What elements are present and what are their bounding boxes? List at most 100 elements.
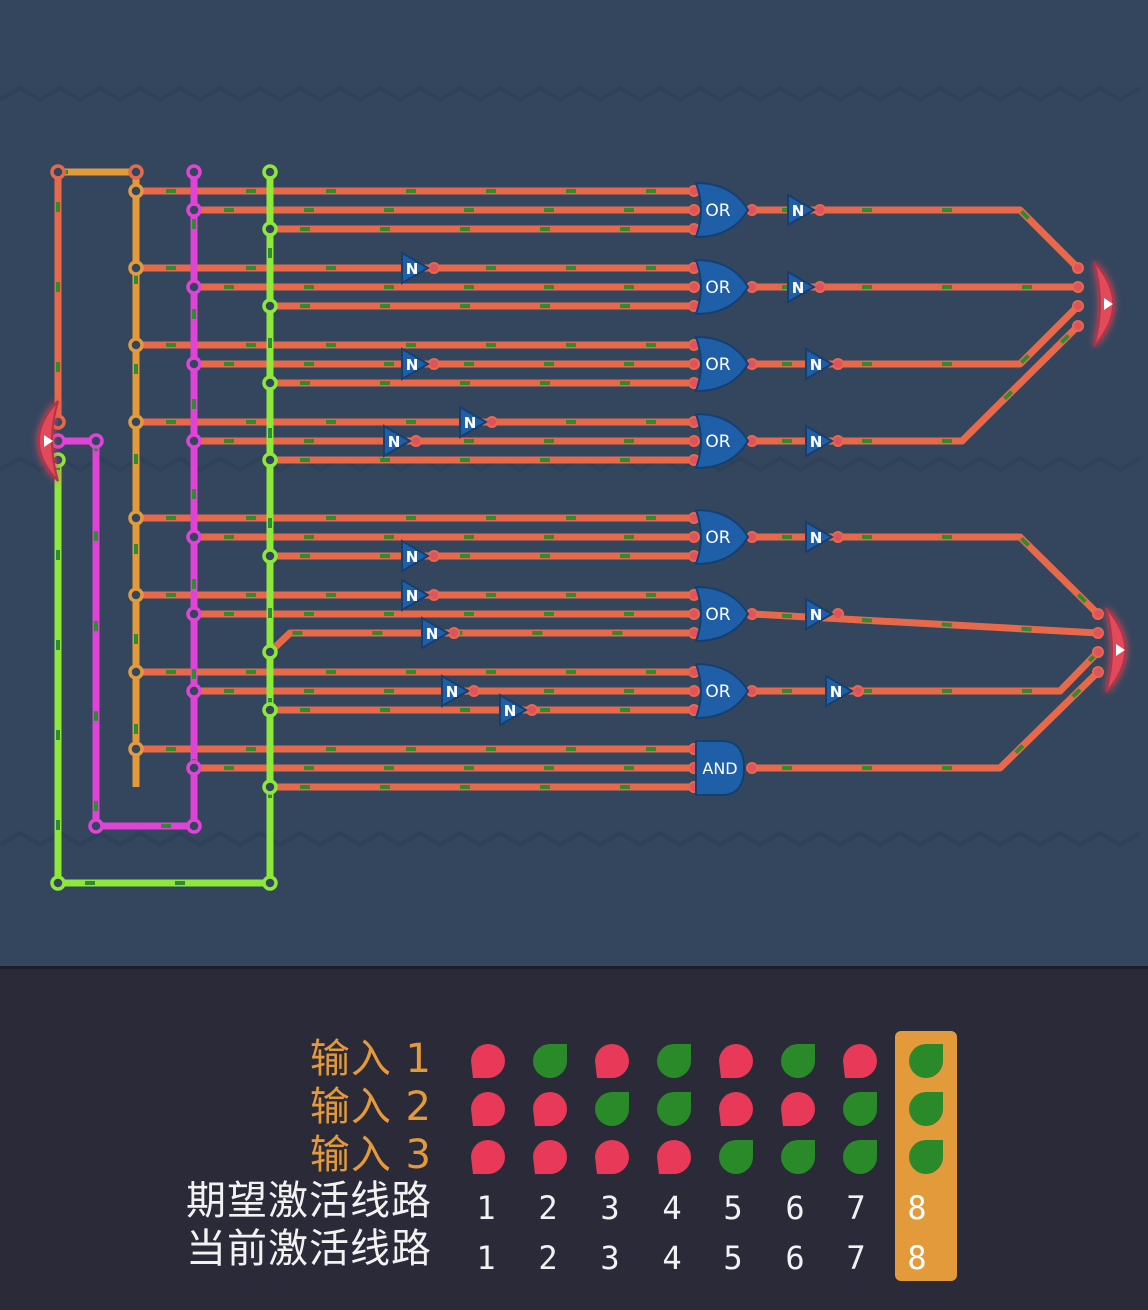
not-gate-body — [421, 616, 451, 650]
lamp-on-shape — [533, 1044, 567, 1078]
wire-node — [262, 875, 278, 891]
pin-dot — [1092, 608, 1104, 620]
not-gate: N — [383, 424, 413, 458]
gate-body — [694, 585, 750, 643]
not-gate: N — [805, 424, 835, 458]
input-2-bus-signal — [94, 172, 196, 828]
output-port-1 — [1093, 261, 1115, 347]
truth-table-panel: 输入 1 输入 2 输入 3 期望激活线路 当前激活线路 1 2 3 4 5 6… — [0, 969, 1148, 1310]
not-gate: N — [459, 405, 489, 439]
wire-node — [186, 164, 202, 180]
lamp-off-shape — [719, 1044, 753, 1078]
output-port-2 — [1105, 607, 1127, 693]
input-2-lamp-1 — [471, 1092, 505, 1126]
input-2-lamp-7 — [843, 1092, 877, 1126]
wire-node — [262, 164, 278, 180]
current-1: 1 — [476, 1239, 496, 1277]
not-gate-body — [805, 597, 835, 631]
current-8: 8 — [907, 1239, 927, 1277]
pin-dot — [486, 416, 498, 428]
output-port-1-body — [1093, 261, 1115, 347]
lamp-off-shape — [471, 1044, 505, 1078]
pin-dot — [688, 435, 700, 447]
input-2-lamp-6 — [781, 1092, 815, 1126]
current-3: 3 — [600, 1239, 620, 1277]
pin-dot — [832, 608, 844, 620]
expected-5: 5 — [723, 1189, 743, 1227]
input-1-lamp-1 — [471, 1044, 505, 1078]
not-gate-body — [825, 674, 855, 708]
play-arrow-icon — [1104, 298, 1113, 310]
input-port — [37, 400, 59, 482]
not-gate: N — [825, 674, 855, 708]
wire-node — [128, 741, 144, 757]
gate-body — [694, 508, 750, 566]
not-gate: N — [401, 347, 431, 381]
wire-node — [128, 587, 144, 603]
input-3-lamp-4 — [657, 1140, 691, 1174]
pin-dot — [1092, 666, 1104, 678]
input-3-lamp-3 — [595, 1140, 629, 1174]
input-3-label: 输入 3 — [309, 1132, 432, 1178]
lamp-off-shape — [843, 1044, 877, 1078]
or-gate: OR — [694, 585, 750, 643]
not-gate-label: N — [504, 702, 517, 720]
input-2-lamp-8 — [909, 1092, 943, 1126]
gate-body — [694, 258, 750, 316]
lamp-on-shape — [595, 1092, 629, 1126]
lamp-on-shape — [657, 1092, 691, 1126]
lamp-on-shape — [909, 1092, 943, 1126]
pin-dot — [428, 589, 440, 601]
wire-node — [128, 260, 144, 276]
wires-layer — [54, 168, 1102, 791]
input-1-lamp-2 — [533, 1044, 567, 1078]
wire-node — [186, 606, 202, 622]
wire-node — [88, 818, 104, 834]
pin-dot — [1092, 646, 1104, 658]
not-gate-label: N — [406, 587, 419, 605]
current-4: 4 — [662, 1239, 682, 1277]
not-gate-label: N — [810, 433, 823, 451]
pin-dot — [832, 435, 844, 447]
pin-dot — [688, 358, 700, 370]
wire-node — [128, 510, 144, 526]
not-gate: N — [441, 674, 471, 708]
lamp-on-shape — [843, 1092, 877, 1126]
input-2-label: 输入 2 — [309, 1084, 432, 1130]
wire-node — [186, 760, 202, 776]
not-gate-label: N — [406, 260, 419, 278]
expected-4: 4 — [662, 1189, 682, 1227]
pin-dot — [428, 550, 440, 562]
not-gate-label: N — [810, 356, 823, 374]
wire-node — [186, 818, 202, 834]
gate-input-wire — [266, 629, 698, 656]
current-active-label: 当前激活线路 — [186, 1226, 432, 1272]
pin-dot — [688, 281, 700, 293]
not-gate-body — [805, 424, 835, 458]
not-gate-body — [805, 347, 835, 381]
gate-output-wire — [748, 206, 1082, 272]
pin-dot — [1072, 281, 1084, 293]
not-gate: N — [787, 270, 817, 304]
wire-node — [128, 414, 144, 430]
not-gate-label: N — [830, 683, 843, 701]
pin-dot — [746, 762, 758, 774]
not-gate: N — [805, 597, 835, 631]
not-gate-label: N — [464, 414, 477, 432]
input-1-lamp-3 — [595, 1044, 629, 1078]
input-3-bus-signal — [56, 172, 272, 885]
lamp-on-shape — [909, 1044, 943, 1078]
pin-dot — [1072, 300, 1084, 312]
expected-7: 7 — [846, 1189, 866, 1227]
not-gate-body — [459, 405, 489, 439]
current-2: 2 — [538, 1239, 558, 1277]
zigzag-line — [0, 85, 1142, 103]
lamp-off-shape — [533, 1092, 567, 1126]
lamp-off-shape — [471, 1140, 505, 1174]
wire-node — [128, 664, 144, 680]
gate-label: OR — [705, 355, 730, 375]
wire-node — [186, 202, 202, 218]
lamp-on-shape — [909, 1140, 943, 1174]
